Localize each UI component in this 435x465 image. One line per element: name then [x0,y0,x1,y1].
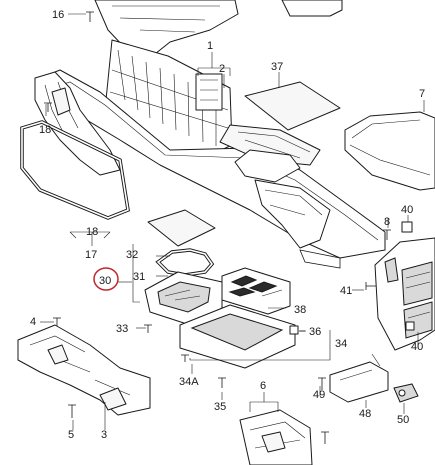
label-36: 36 [309,326,321,338]
label-2: 2 [219,63,225,75]
switch-module-38 [221,267,291,315]
upper-center-housing [94,0,343,59]
label-33: 33 [116,323,128,335]
clip-40 [401,221,415,331]
label-35: 35 [214,401,226,413]
label-31: 31 [133,271,145,283]
left-panel-gasket [20,120,130,220]
center-console-body [39,69,386,269]
label-7: 7 [419,88,425,100]
cupholder-insert-31 [155,248,215,277]
label-40-bottom: 40 [411,341,423,353]
label-30: 30 [99,275,111,287]
label-50: 50 [397,414,409,426]
part-labels: 16 1 2 37 7 18 8 40 18 17 32 31 30 41 38… [30,9,425,441]
label-49: 49 [313,389,325,401]
label-3: 3 [101,429,107,441]
label-32: 32 [126,249,138,261]
label-1: 1 [207,40,213,52]
label-18-upper: 18 [39,124,51,136]
label-41: 41 [340,285,352,297]
label-37: 37 [271,61,283,73]
clip-36 [289,325,299,335]
label-5: 5 [68,429,74,441]
lower-rear-bracket [239,409,313,465]
bracket-48 [329,361,389,403]
label-48: 48 [359,408,371,420]
label-6: 6 [260,380,266,392]
label-4: 4 [30,316,36,328]
label-34A: 34A [179,376,199,388]
leader-lines [40,13,425,430]
label-18-lower: 18 [86,226,98,238]
connector-50 [393,383,419,403]
label-34: 34 [335,338,347,350]
label-17: 17 [85,249,97,261]
label-38: 38 [294,304,306,316]
label-40-top: 40 [401,204,413,216]
cover-plate-37 [244,81,341,131]
storage-tray [179,304,296,369]
label-8: 8 [384,216,390,228]
label-16: 16 [52,9,64,21]
armrest [344,111,435,191]
cupholder-cover-32 [147,209,216,247]
lower-mounting-bracket [17,324,151,416]
highlight-marker [93,267,119,291]
rear-vent-panel [374,237,435,351]
